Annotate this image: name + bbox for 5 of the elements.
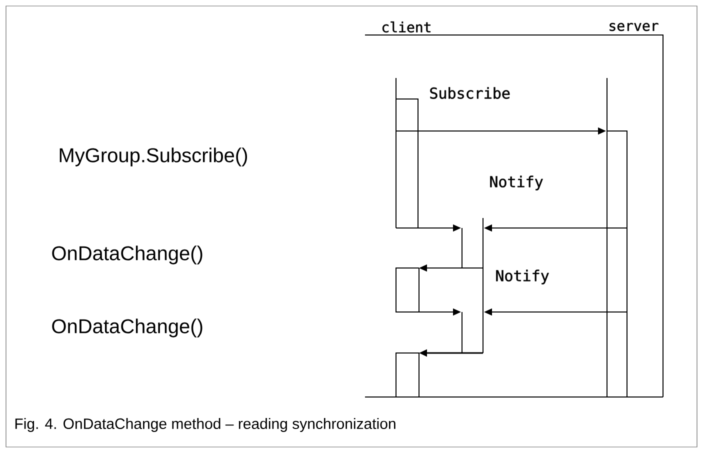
caption: Fig. 4. OnDataChange method – reading synchronization [15,418,396,432]
call-label: MyGroup.Subscribe() [60,148,247,166]
call-label: OnDataChange() [52,318,202,338]
call-label: OnDataChange() [52,246,202,264]
lifeline-label: server [610,22,658,32]
